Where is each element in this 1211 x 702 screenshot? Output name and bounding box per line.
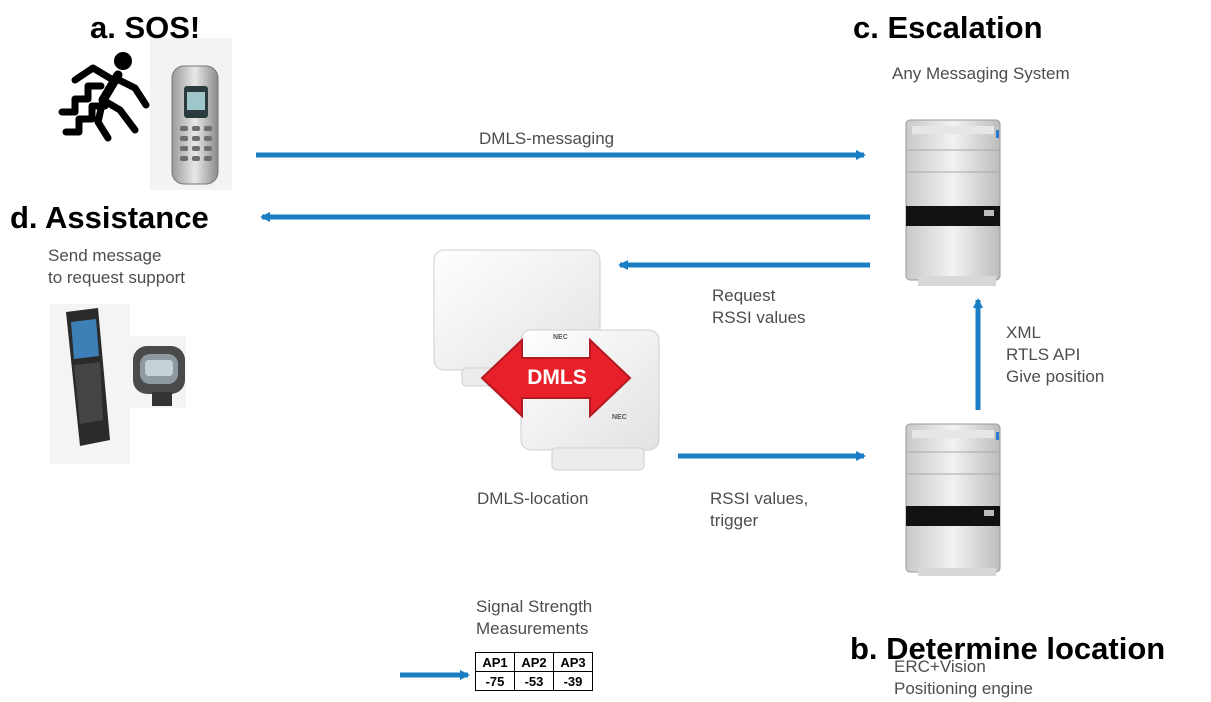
label-dmls-location: DMLS-location (477, 489, 589, 508)
heading-assistance: d. Assistance (10, 200, 209, 235)
label-rssi-trigger: RSSI values, trigger (710, 489, 809, 530)
heading-sos: a. SOS! (90, 10, 201, 45)
dect-handset-icon (150, 38, 232, 190)
table-row: AP1 AP2 AP3 (475, 652, 593, 672)
label-dmls-messaging: DMLS-messaging (479, 129, 615, 148)
watch-pager-icon (130, 336, 186, 408)
label-xml-api: XML RTLS API Give position (1006, 323, 1105, 386)
signal-strength-table: AP1 AP2 AP3 -75 -53 -39 (475, 652, 593, 691)
label-request-rssi: Request RSSI values (712, 286, 806, 327)
server-icon (905, 119, 1001, 286)
ap-brand-logo: NEC (612, 414, 627, 421)
table-cell: -75 (475, 671, 515, 691)
dmls-badge-label: DMLS (527, 366, 587, 389)
dmls-double-arrow (480, 337, 632, 419)
smartphone-icon (50, 304, 130, 464)
escalation-subtitle: Any Messaging System (892, 64, 1070, 83)
table-header-cell: AP2 (514, 652, 554, 672)
heading-escalation: c. Escalation (853, 10, 1043, 45)
engine-label: ERC+Vision Positioning engine (894, 657, 1033, 698)
flow-arrows (256, 150, 983, 680)
signal-strength-title: Signal Strength Measurements (476, 597, 593, 638)
ap-brand-logo: NEC (553, 334, 568, 341)
heading-determine-location: b. Determine location (850, 631, 1166, 666)
server-icon (905, 423, 1001, 576)
table-cell: -53 (514, 671, 554, 691)
table-header-cell: AP1 (475, 652, 515, 672)
table-row: -75 -53 -39 (475, 671, 593, 691)
table-header-cell: AP3 (553, 652, 593, 672)
assistance-subtitle: Send message to request support (48, 246, 186, 287)
falling-person-icon (58, 52, 150, 142)
table-cell: -39 (553, 671, 593, 691)
